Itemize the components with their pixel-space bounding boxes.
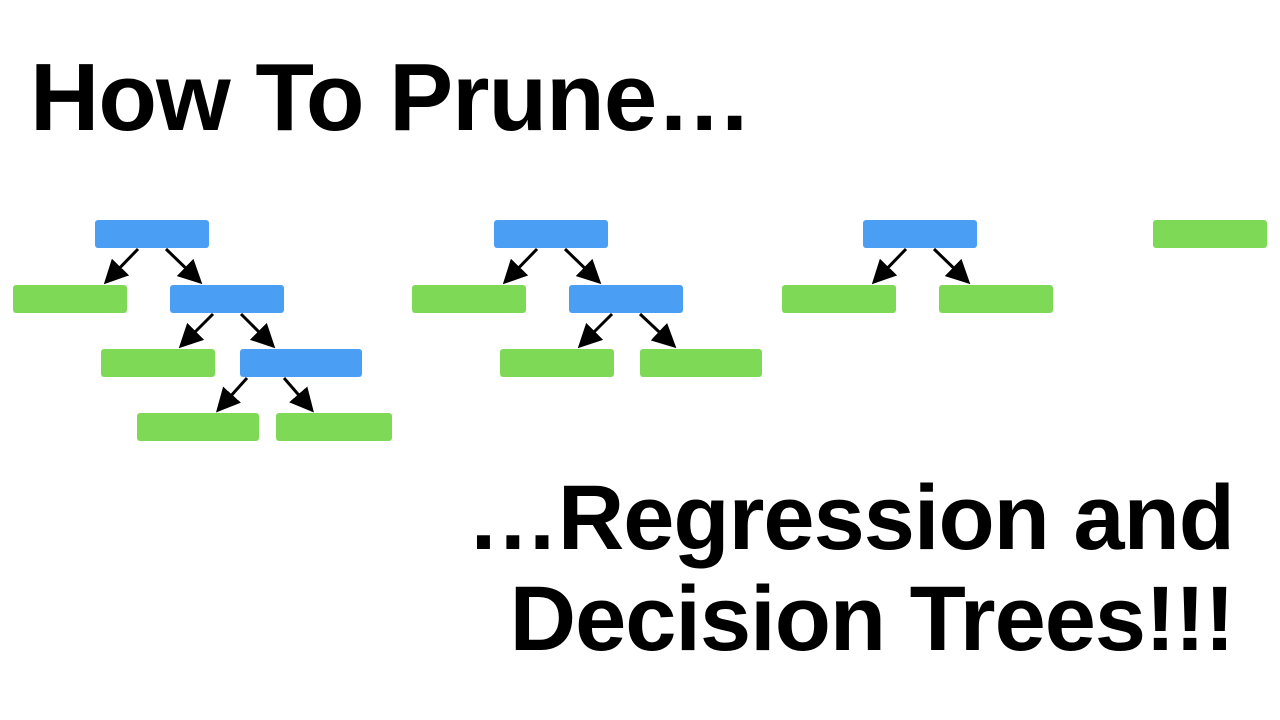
internal-node	[95, 220, 209, 248]
edge-arrow	[502, 247, 539, 285]
leaf-node	[276, 413, 392, 441]
internal-node	[170, 285, 284, 313]
edge-arrow	[563, 247, 602, 285]
internal-node	[494, 220, 608, 248]
edge-arrow	[638, 312, 677, 349]
edge-arrow	[932, 247, 971, 285]
leaf-node	[939, 285, 1053, 313]
edge-arrow	[178, 312, 215, 349]
tree-pruned-twice	[782, 220, 1053, 313]
internal-node	[240, 349, 362, 377]
tree-full	[13, 220, 392, 441]
leaf-node	[782, 285, 896, 313]
tree-single-leaf	[1153, 220, 1267, 248]
page-title: How To Prune…	[30, 44, 752, 151]
internal-node	[863, 220, 977, 248]
edge-arrow	[164, 247, 203, 285]
edge-arrow	[103, 247, 140, 285]
subtitle: …Regression and Decision Trees!!!	[466, 467, 1235, 671]
edge-arrow	[215, 376, 249, 413]
edge-arrow	[282, 377, 314, 413]
leaf-node	[1153, 220, 1267, 248]
tree-pruned-once	[412, 220, 762, 377]
leaf-node	[640, 349, 762, 377]
leaf-node	[137, 413, 259, 441]
edge-arrow	[239, 312, 276, 349]
edge-arrow	[577, 312, 614, 349]
leaf-node	[101, 349, 215, 377]
leaf-node	[13, 285, 127, 313]
edge-arrow	[871, 247, 908, 285]
leaf-node	[412, 285, 526, 313]
subtitle-line-1: …Regression and	[466, 467, 1235, 569]
internal-node	[569, 285, 683, 313]
subtitle-line-2: Decision Trees!!!	[509, 568, 1235, 671]
leaf-node	[500, 349, 614, 377]
